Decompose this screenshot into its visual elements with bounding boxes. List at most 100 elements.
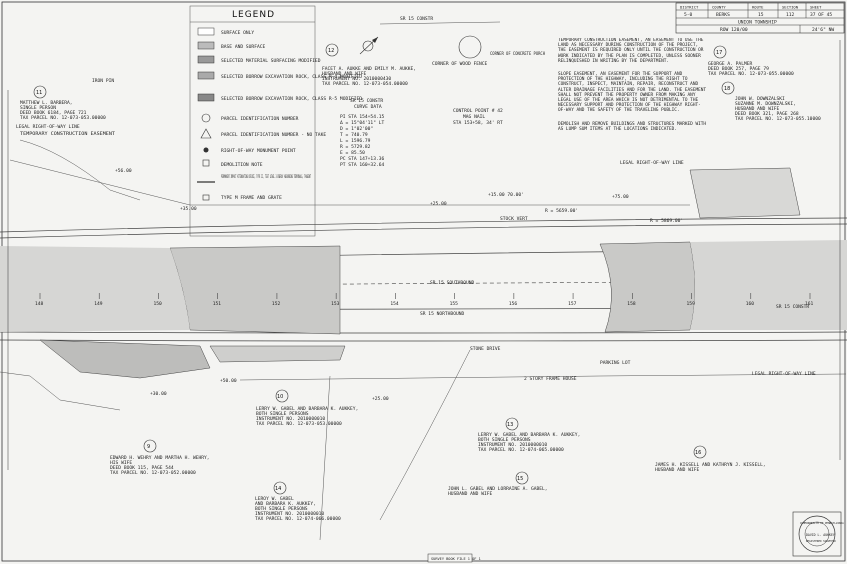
curve-data-line: L = 1596.79 <box>340 138 371 144</box>
stone-drive-label: STONE DRIVE <box>470 346 501 352</box>
parcel-9: 9 EDWARD H. WEHRY AND MARTHA H. WEHRY, H… <box>110 439 210 476</box>
parcel-text: LERRY W. GABEL AND BARBARA K. AUKKEY, <box>478 432 580 438</box>
parcel-number: 15 <box>517 476 523 482</box>
fence-label: STOCK VERT <box>500 216 528 222</box>
title-block: DISTRICT COUNTY ROUTE SECTION SHEET 5-0 … <box>675 2 845 34</box>
parcel-text: HUSBAND AND WIFE <box>448 491 492 497</box>
parcel-text: DEED BOOK 115, PAGE 544 <box>110 465 174 471</box>
station-label: 152 <box>272 301 281 307</box>
parking-lot-label: PARKING LOT <box>600 360 631 366</box>
legend-item: SELECTED MATERIAL SURFACING MODIFIED <box>221 58 321 64</box>
parcel-number: 9 <box>147 444 150 450</box>
curve-data-line: R = 5729.82 <box>340 144 371 150</box>
title-header: SECTION <box>782 5 799 10</box>
title-sub-right: 24'6" NW <box>812 27 834 33</box>
station-label: 149 <box>94 301 103 307</box>
corner-concrete-porch: CORNER OF CONCRETE PORCH <box>490 51 545 57</box>
parcel-number: 12 <box>328 48 334 54</box>
parcel-text: TAX PARCEL NO. 12-074-065.00000 <box>478 447 564 453</box>
curve-data-line: PT STA 160+32.64 <box>340 162 384 168</box>
sr15-constr-right: SR 15 CONSTR <box>776 304 809 310</box>
control-point-line: STA 153+58, 34' RT <box>453 120 503 126</box>
station-label: 148 <box>35 301 44 307</box>
temp-easement-label: TEMPORARY CONSTRUCTION EASEMENT <box>20 131 115 137</box>
corner-wood-fence: CORNER OF WOOD FENCE <box>432 61 488 67</box>
parcel-17: 17 GEORGE A. PALMER DEED BOOK 257, PAGE … <box>708 45 794 77</box>
parcel-text: TAX PARCEL NO. 12-073-053.00000 <box>256 421 342 427</box>
offset-label: +30.00 <box>150 391 167 397</box>
control-point-line: MAG NAIL <box>463 114 485 120</box>
parcel-text: SINGLE PERSON <box>20 105 56 111</box>
legend-item: BASE AND SURFACE <box>221 44 265 50</box>
station-label: 158 <box>627 301 636 307</box>
curve-data-title: SR 15 CONSTR <box>350 98 383 104</box>
roadway: SR 15 SOUTHBOUND SR 15 NORTHBOUND SR 15 … <box>0 217 847 342</box>
parcel-text: TAX PARCEL NO. 12-073-054.00000 <box>322 81 408 87</box>
curve-data-subtitle: CURVE DATA <box>354 104 382 110</box>
stamp-text: COMMONWEALTH OF PENNSYLVANIA <box>800 521 844 525</box>
parcel-10: 10 LERRY W. GABEL AND BARBARA K. AUKKEY,… <box>256 389 358 427</box>
station-label: 154 <box>390 301 399 307</box>
legal-row-label-lower: LEGAL RIGHT-OF-WAY LINE <box>752 371 816 377</box>
township-name: UNION TOWNSHIP <box>738 20 777 26</box>
parcel-text: DEED BOOK 321, PAGE 268 <box>735 111 799 117</box>
title-header: DISTRICT <box>680 5 699 10</box>
parcel-text: LEROY W. GABEL <box>255 496 294 502</box>
parcel-text: FACET A. AUKKE AND EMILY M. AUKKE, <box>322 66 416 72</box>
legend-item: DEMOLITION NOTE <box>221 162 263 168</box>
curve-data: SR 15 CONSTR CURVE DATA PI STA 154+54.15… <box>340 98 384 168</box>
corner-annotations: CORNER OF WOOD FENCE CORNER OF CONCRETE … <box>432 35 545 67</box>
note-slope-easement: SLOPE EASEMENT, AN EASEMENT FOR THE SUPP… <box>558 72 707 114</box>
offset-label: +15.00 70.00' <box>488 192 524 198</box>
parcel-text: HUSBAND AND WIFE <box>322 71 366 77</box>
title-value: BERKS <box>716 12 730 18</box>
legend-title: LEGEND <box>232 10 275 20</box>
curve-data-line: D = 1°02'00" <box>340 126 373 132</box>
parcel-text: HUSBAND AND WIFE <box>655 467 699 473</box>
note-temporary-easement: TEMPORARY CONSTRUCTION EASEMENT, AN EASE… <box>558 38 704 64</box>
control-point-line: CONTROL POINT # 42 <box>453 108 503 114</box>
parcel-number: 11 <box>36 90 42 96</box>
title-header: SHEET <box>810 5 822 10</box>
offset-label: +50.00 <box>220 378 237 384</box>
legend: LEGEND SURFACE ONLY BASE AND SURFACE SEL… <box>189 5 362 237</box>
surveyor-stamp: COMMONWEALTH OF PENNSYLVANIA DAVID L. AU… <box>792 511 844 557</box>
curve-data-line: Δ = 15°04'11" LT <box>340 120 384 126</box>
legend-item: TYPE M FRAME AND GRATE <box>221 195 282 201</box>
parcel-number: 13 <box>507 422 513 428</box>
parcel-number: 10 <box>277 394 283 400</box>
parcel-15: 15 JOHN L. GABEL AND LORRAINE A. GABEL, … <box>448 471 548 497</box>
title-value: 112 <box>786 12 795 18</box>
parcel-text: BOTH SINGLE PERSONS <box>255 506 308 512</box>
legend-item: SELECTED BORROW EXCAVATION ROCK, CLASS R… <box>221 96 362 102</box>
note-demolish: DEMOLISH AND REMOVE BUILDINGS AND STRUCT… <box>558 121 707 132</box>
station-label: 157 <box>568 301 577 307</box>
sr15-northbound-label: SR 15 NORTHBOUND <box>420 311 464 317</box>
curve-data-line: PC STA 147+13.36 <box>340 156 384 162</box>
parcel-text: TAX PARCEL NO. 12-073-053.00000 <box>20 115 106 121</box>
offset-label: R = 5659.00' <box>545 208 578 214</box>
station-label: 155 <box>450 301 459 307</box>
footer-tab: SURVEY BOOK FILE 1 OF 1 <box>427 553 481 563</box>
parcel-number: 16 <box>695 450 701 456</box>
station-label: 153 <box>331 301 340 307</box>
constr-label-top: SR 15 CONSTR <box>400 16 433 22</box>
parcel-text: GEORGE A. PALMER <box>708 61 752 67</box>
parcel-text: EDWARD H. WEHRY AND MARTHA H. WEHRY, <box>110 455 210 461</box>
iron-pin-label: IRON PIN <box>92 78 114 84</box>
offset-label: R = 5869.00' <box>650 218 683 224</box>
parcel-text: DEED BOOK 6184, PAGE 721 <box>20 110 87 116</box>
parcel-text: INSTRUMENT NO. 2010000010 <box>256 416 325 422</box>
parcel-text: SUZANNE M. DOWNZALSKI, <box>735 101 796 107</box>
offset-label: +25.00 <box>430 201 447 207</box>
stamp-text: DAVID L. AUKKEY <box>806 533 835 537</box>
station-label: 151 <box>213 301 222 307</box>
curve-data-line: T = 740.79 <box>340 132 368 138</box>
title-value: 5-0 <box>684 12 693 18</box>
parcel-text: HIS WIFE <box>110 460 132 466</box>
title-header: COUNTY <box>712 5 726 10</box>
parcel-text: LERRY W. GABEL AND BARBARA K. AUKKEY, <box>256 406 358 412</box>
notes-block: TEMPORARY CONSTRUCTION EASEMENT, AN EASE… <box>558 38 707 132</box>
